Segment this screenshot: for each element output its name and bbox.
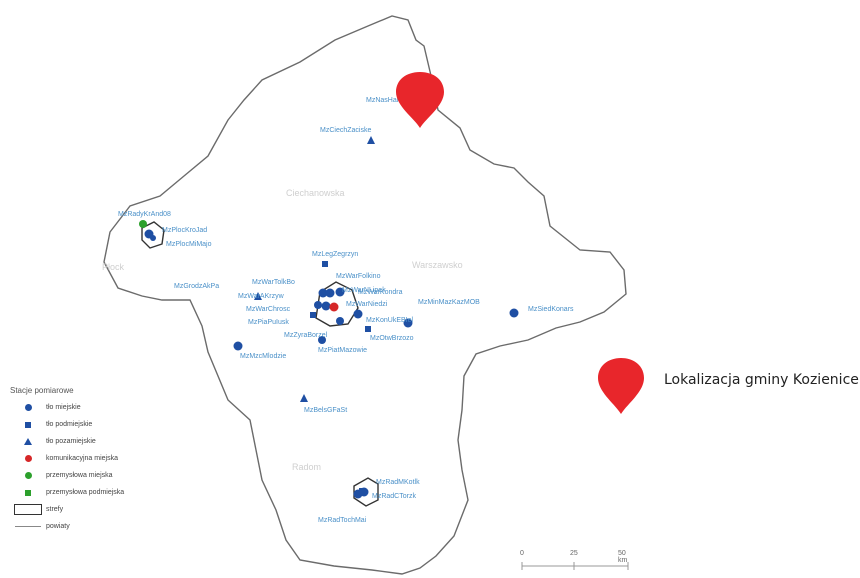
circle-icon — [24, 472, 32, 479]
station-label: MzPiaPuIusk — [248, 319, 289, 326]
legend-item: przemysłowa podmiejska — [10, 484, 210, 501]
zone-plock — [141, 221, 165, 249]
station-label: MzPlocKroJad — [162, 227, 207, 234]
station-label: MzOtwBrzozo — [370, 335, 414, 342]
legend-item: przemysłowa miejska — [10, 467, 210, 484]
station-label: MzPiatMazowie — [318, 347, 367, 354]
station-marker[interactable] — [139, 220, 147, 228]
station-marker[interactable] — [325, 288, 335, 298]
station-label: MzGrodzAkPa — [174, 283, 219, 290]
legend-item: komunikacyjna miejska — [10, 450, 210, 467]
triangle-icon — [24, 438, 32, 445]
legend: Stacje pomiarowe tło miejskie tło podmie… — [10, 386, 210, 535]
legend-title: Stacje pomiarowe — [10, 386, 74, 395]
station-marker[interactable] — [353, 309, 363, 319]
station-label: MzKonUkEBIel — [366, 317, 414, 324]
location-pin-legend — [598, 358, 644, 414]
station-marker[interactable] — [321, 301, 331, 311]
station-label: MzWarTolkBo — [252, 279, 295, 286]
station-marker[interactable] — [150, 235, 156, 241]
scale-line — [521, 562, 629, 570]
legend-item-label: tło podmiejskie — [46, 421, 93, 428]
square-icon — [25, 421, 31, 428]
bg-region-label: Ciechanowska — [286, 188, 345, 198]
station-marker[interactable] — [329, 302, 339, 312]
station-marker[interactable] — [314, 301, 322, 309]
legend-item-label: powiaty — [46, 523, 70, 530]
scale-tick-label: 0 — [520, 550, 524, 557]
scale-tick-label: 50 km — [618, 550, 628, 564]
legend-item: tło pozamiejskie — [10, 433, 210, 450]
bg-region-label: Radom — [292, 462, 321, 472]
legend-item-label: komunikacyjna miejska — [46, 455, 118, 462]
station-label: MzSiedKonars — [528, 306, 574, 313]
station-marker[interactable] — [335, 287, 345, 297]
circle-icon — [24, 404, 32, 411]
station-label: MzWarKondra — [358, 289, 403, 296]
zone-radom — [353, 477, 379, 507]
station-labels: MzPlocKroJad MzPlocMiMajo MzRadyKrAnd08 … — [118, 97, 574, 524]
station-label: MzWarChrosc — [246, 306, 291, 313]
station-marker[interactable] — [509, 308, 519, 318]
station-label: MzRadTochMai — [318, 517, 367, 524]
location-pin-map[interactable] — [396, 72, 444, 128]
station-label: MzWarNiedzi — [346, 301, 388, 308]
station-marker[interactable] — [336, 317, 344, 325]
station-label: MzPlocMiMajo — [166, 241, 212, 248]
zone-warszawa — [315, 281, 359, 327]
station-marker[interactable] — [233, 341, 243, 351]
line-icon — [15, 526, 41, 527]
station-marker[interactable] — [359, 488, 365, 494]
legend-item-label: tło pozamiejskie — [46, 438, 96, 445]
station-label: MzLegZegrzyn — [312, 251, 358, 258]
station-marker[interactable] — [367, 136, 375, 144]
legend-item: strefy — [10, 501, 210, 518]
station-marker[interactable] — [254, 292, 262, 300]
station-marker[interactable] — [300, 394, 308, 402]
station-label: MzRadyKrAnd08 — [118, 211, 171, 218]
station-label: MzRadCTorzk — [372, 493, 416, 500]
legend-item-label: tło miejskie — [46, 404, 81, 411]
bg-region-label: Płock — [102, 262, 125, 272]
station-marker[interactable] — [318, 288, 328, 298]
square-icon — [25, 489, 31, 496]
legend-item: tło miejskie — [10, 399, 210, 416]
station-label: MzRadMKotlk — [376, 479, 420, 486]
station-marker[interactable] — [365, 326, 371, 332]
scale-tick-label: 25 — [570, 550, 578, 557]
legend-item: powiaty — [10, 518, 210, 535]
scale-bar: 0 25 50 km — [516, 550, 636, 574]
station-label: MzWarAKrzyw — [238, 293, 285, 300]
station-markers — [139, 136, 519, 499]
station-marker[interactable] — [403, 318, 413, 328]
station-label: MzMzcMlodzie — [240, 353, 286, 360]
station-label: MzZyraBorzel — [284, 332, 328, 339]
legend-item-label: przemysłowa miejska — [46, 472, 113, 479]
station-marker[interactable] — [322, 261, 328, 267]
station-label: MzCiechZaciske — [320, 127, 371, 134]
legend-item: tło podmiejskie — [10, 416, 210, 433]
station-label: MzMinMazKazMOB — [418, 299, 480, 306]
station-marker[interactable] — [318, 336, 326, 344]
legend-item-label: przemysłowa podmiejska — [46, 489, 125, 496]
station-label: MzWarFolkino — [336, 273, 381, 280]
station-label: MzBelsGFaSt — [304, 407, 347, 414]
kozienice-location-label: Lokalizacja gminy Kozienice — [664, 372, 859, 388]
station-label: MzNasHal — [366, 97, 399, 104]
station-label: MzWarNLipek — [342, 287, 386, 294]
station-marker[interactable] — [310, 312, 316, 318]
legend-item-label: strefy — [46, 506, 64, 513]
zone-box-icon — [14, 504, 42, 515]
bg-region-label: Warszawsko — [412, 260, 463, 270]
circle-icon — [24, 455, 32, 462]
